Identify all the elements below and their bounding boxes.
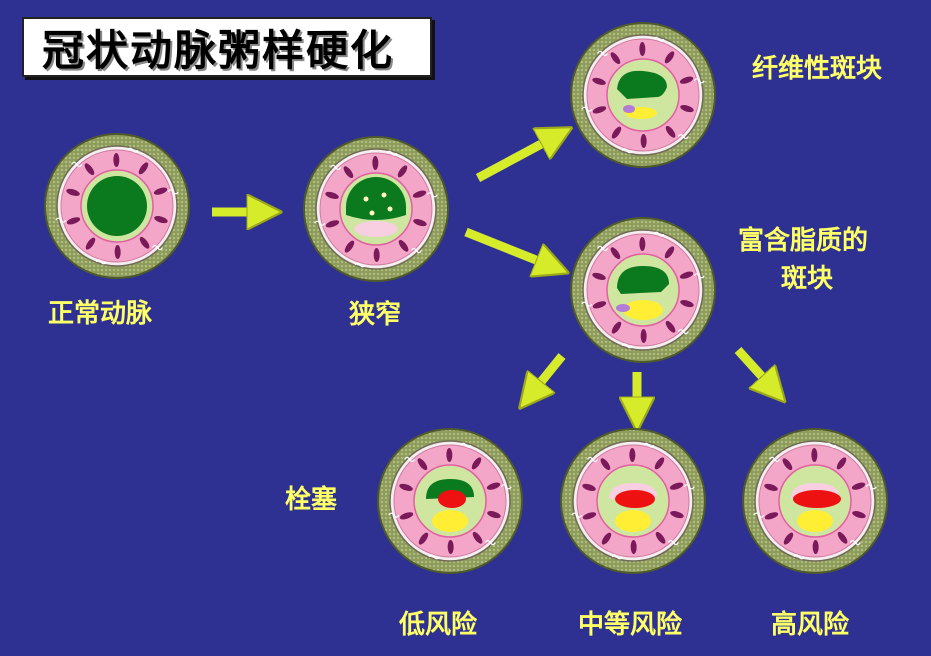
vessel-fibrous [570, 22, 716, 168]
arrow-lipid-to-high [734, 346, 776, 392]
vessel-narrowing [303, 136, 449, 282]
arrows [212, 134, 776, 418]
arrow-narrowing-to-fibrous [475, 134, 560, 182]
label-embolism: 栓塞 [285, 485, 338, 515]
vessel-low-risk [377, 428, 523, 574]
label-narrowing: 狭窄 [349, 300, 402, 330]
label-fibrous-plaque: 纤维性斑块 [752, 54, 883, 84]
title-box: 冠状动脉粥样硬化 [22, 17, 432, 77]
vessel-normal [44, 133, 190, 279]
arrow-lipid-to-low [528, 353, 566, 398]
vessel-lipid [570, 217, 716, 363]
label-low-risk: 低风险 [399, 610, 478, 640]
label-high-risk: 高风险 [771, 610, 850, 640]
vessel-high-risk [742, 428, 888, 574]
page-title: 冠状动脉粥样硬化 [42, 25, 395, 75]
label-lipid-line1: 富含脂质的 [738, 226, 869, 256]
arrow-narrowing-to-lipid [464, 227, 556, 268]
label-normal-artery: 正常动脉 [48, 299, 153, 329]
label-mid-risk: 中等风险 [578, 610, 683, 640]
label-lipid-line2: 斑块 [781, 264, 834, 294]
vessel-mid-risk [560, 428, 706, 574]
